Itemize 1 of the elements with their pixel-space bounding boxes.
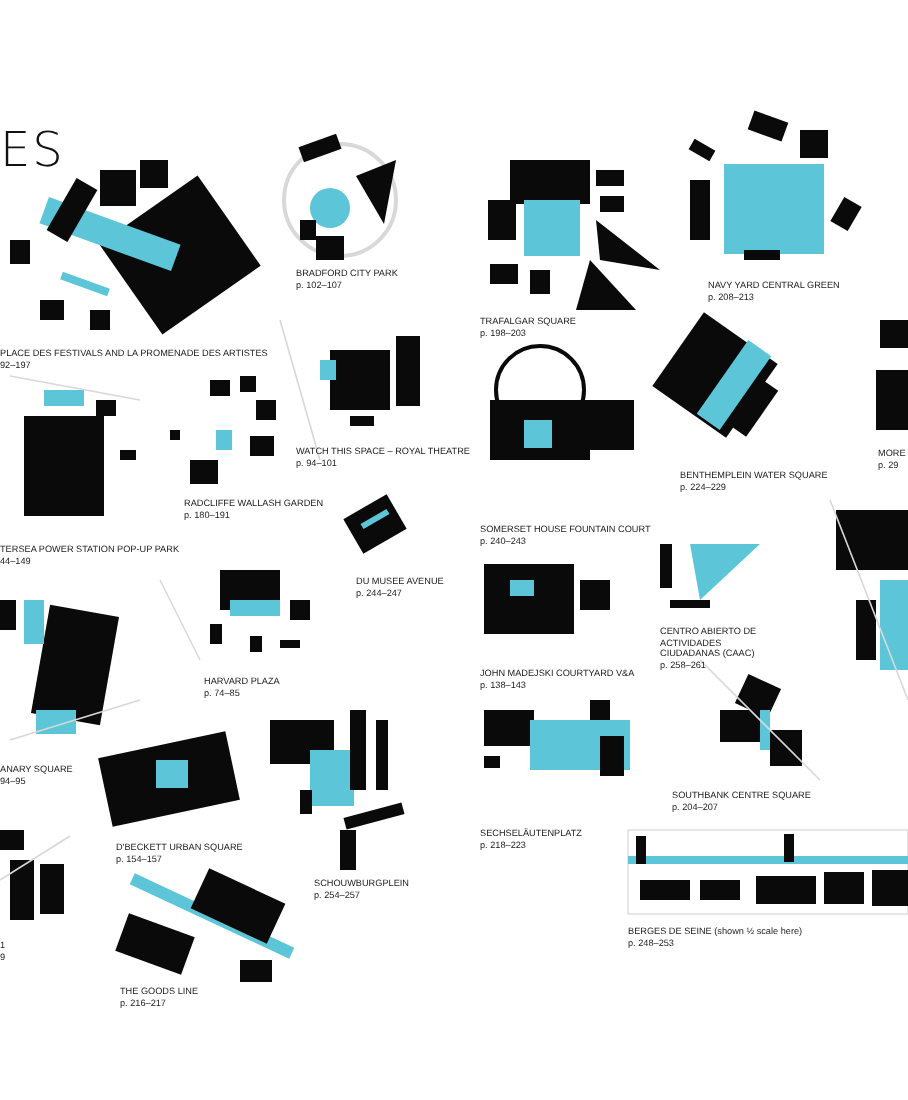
page-title: ES bbox=[0, 124, 65, 176]
